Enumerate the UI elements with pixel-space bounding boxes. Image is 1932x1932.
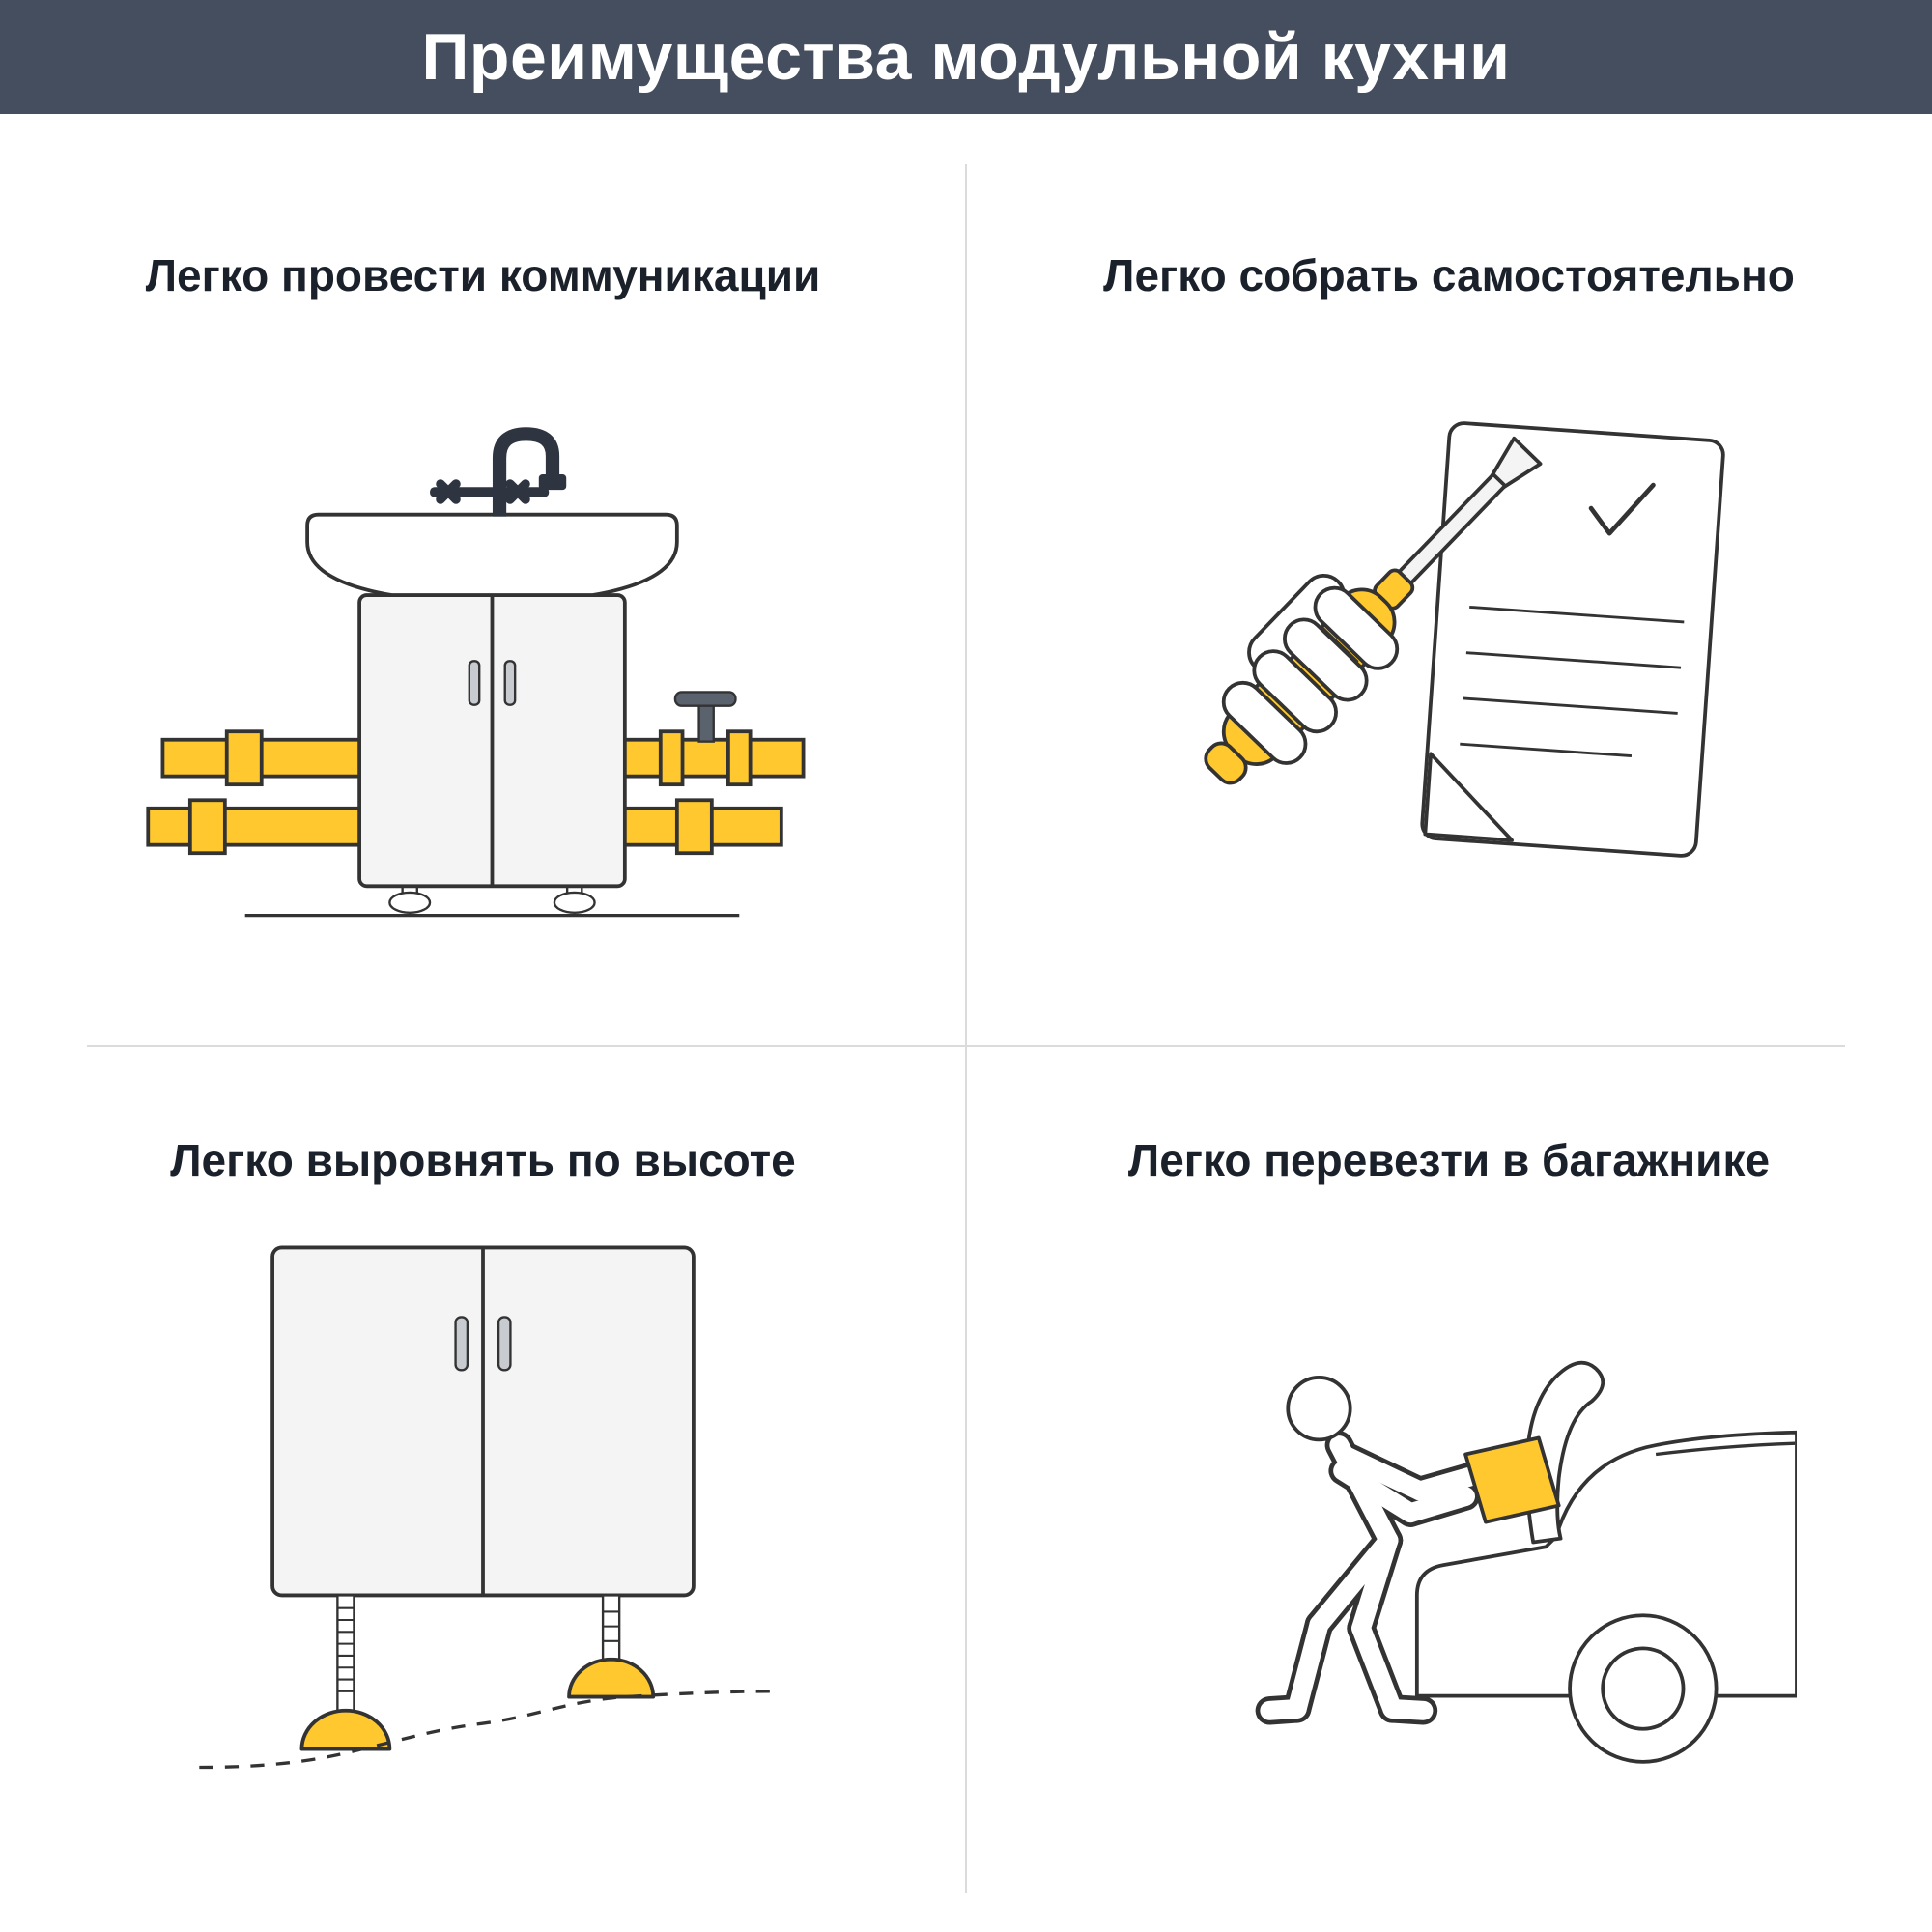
panel-leveling: Легко выровнять по высоте [0,1047,966,1932]
panel-assembly: Легко собрать самостоятельно [966,114,1932,1047]
transport-illustration [1101,1220,1799,1810]
box-icon [1463,1435,1561,1524]
faucet-icon [430,426,567,517]
loading-box-into-car-trunk-icon [1255,1360,1799,1764]
page-title: Преимущества модульной кухни [421,20,1511,94]
cabinet-with-adjustable-feet-icon [199,1245,772,1769]
panel-title: Легко перевезти в багажнике [1127,1135,1771,1185]
adjustable-screw-foot-left-icon [299,1593,392,1751]
checklist-icon [1420,420,1725,858]
uneven-floor-line [199,1689,772,1769]
adjustable-foot-right-icon [567,1593,656,1699]
valve-icon [658,690,753,786]
sink-icon [305,512,679,597]
panel-communications: Легко провести коммуникации [0,114,966,1047]
person-head [1286,1375,1352,1441]
panel-title: Легко собрать самостоятельно [1103,250,1795,300]
vertical-divider [965,164,967,1893]
sink-cabinet-with-pipes-icon [146,426,806,917]
page-fold-icon [1423,752,1514,842]
car-icon [1414,1360,1799,1764]
panel-title: Легко провести коммуникации [145,250,821,300]
person-icon [1255,1375,1486,1725]
assembly-illustration [1101,335,1797,925]
header-bar: Преимущества модульной кухни [0,0,1932,114]
communications-illustration [135,335,831,925]
panel-title: Легко выровнять по высоте [170,1135,796,1185]
leveling-illustration [135,1220,831,1810]
hand-icon [1221,573,1400,765]
check-mark-icon [1588,482,1656,536]
horizontal-divider [87,1045,1845,1047]
cabinet-icon [270,1245,696,1597]
cabinet-icon [357,592,627,914]
screwdriver-in-hand-with-checklist-icon [1204,420,1725,858]
screwdriver-icon [1204,436,1543,785]
panel-transport: Легко перевезти в багажнике [966,1047,1932,1932]
